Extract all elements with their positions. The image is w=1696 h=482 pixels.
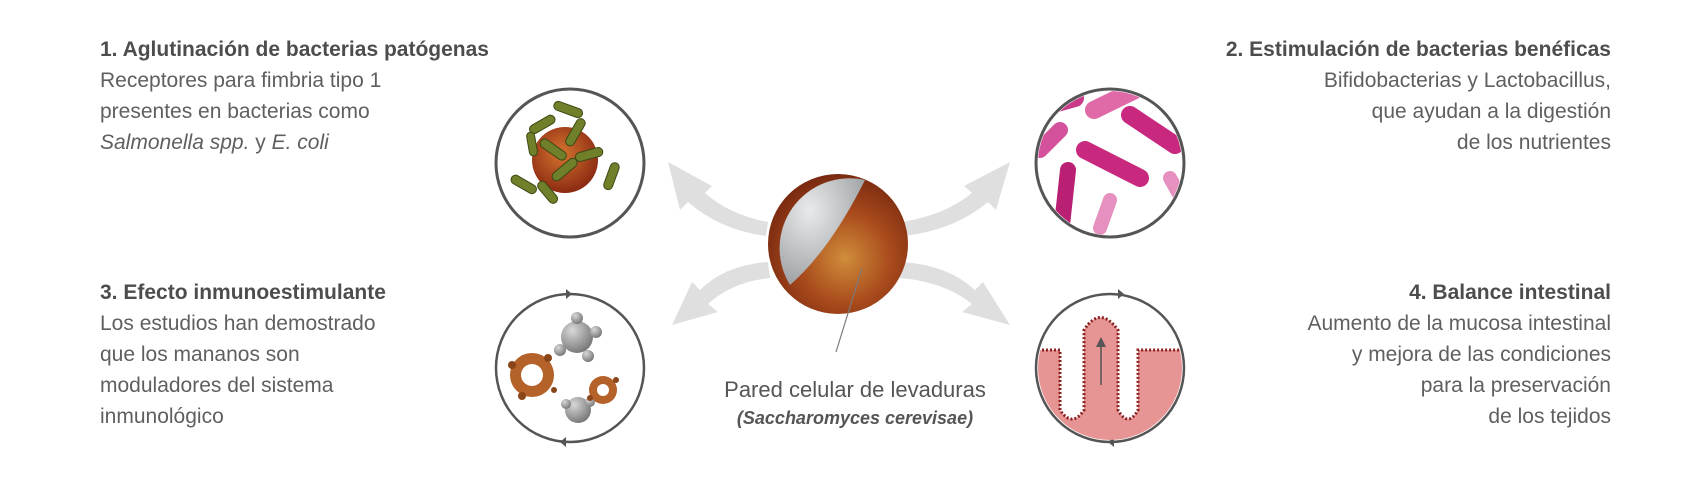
benefit-text-line: y mejora de las condiciones xyxy=(1351,343,1611,366)
cycle-arrowhead-top xyxy=(566,289,572,299)
benefit-immunostimulant: 3. Efecto inmunoestimulante Los estudios… xyxy=(100,277,386,432)
benefit-text-line: que ayudan a la digestión xyxy=(1371,100,1611,123)
benefit-title: 3. Efecto inmunoestimulante xyxy=(100,281,386,304)
benefit-text-line: Salmonella spp. y E. coli xyxy=(100,127,489,158)
arrow-top-left xyxy=(668,162,768,236)
bacteria-agglutination-icon xyxy=(494,87,646,239)
pointer-line xyxy=(835,267,863,353)
benefit-text-line: de los nutrientes xyxy=(1456,131,1611,154)
benefit-text-line: presentes en bacterias como xyxy=(100,100,370,123)
yeast-cell-icon xyxy=(768,174,908,353)
benefit-text-line: inmunológico xyxy=(100,405,224,428)
benefit-text-line: que los mananos son xyxy=(100,343,300,366)
benefit-text-line: para la preservación xyxy=(1420,374,1611,397)
yeast-caption-species: (Saccharomyces cerevisae) xyxy=(736,408,974,428)
benefit-stimulation: 2. Estimulación de bacterias benéficas B… xyxy=(1226,34,1611,158)
benefit-text-line: de los tejidos xyxy=(1488,405,1611,428)
benefit-title: 4. Balance intestinal xyxy=(1409,281,1611,304)
benefit-text-line: Los estudios han demostrado xyxy=(100,312,376,335)
conjunction: y xyxy=(249,131,272,154)
benefit-text-line: Receptores para fimbria tipo 1 xyxy=(100,69,382,92)
arrow-top-right xyxy=(902,162,1010,236)
species-name: Salmonella spp. xyxy=(100,131,250,154)
yeast-caption-title: Pared celular de levaduras xyxy=(724,377,986,402)
benefit-agglutination: 1. Aglutinación de bacterias patógenas R… xyxy=(100,34,489,158)
benefit-text-line: moduladores del sistema xyxy=(100,374,334,397)
benefit-intestinal-balance: 4. Balance intestinal Aumento de la muco… xyxy=(1307,277,1611,432)
species-name: E. coli xyxy=(271,131,329,154)
cycle-arrowhead-bottom xyxy=(560,437,566,447)
cycle-arrowhead-top xyxy=(1118,289,1124,299)
arrow-bottom-right xyxy=(900,262,1010,325)
arrow-bottom-left xyxy=(672,262,770,325)
yeast-caption: Pared celular de levaduras (Saccharomyce… xyxy=(690,375,1020,431)
benefit-text-line: Aumento de la mucosa intestinal xyxy=(1307,312,1611,335)
intestinal-villi-icon xyxy=(1034,289,1186,447)
benefit-title: 2. Estimulación de bacterias benéficas xyxy=(1225,38,1611,61)
immune-cells-icon xyxy=(494,289,646,447)
beneficial-bacteria-icon xyxy=(1034,87,1186,239)
benefit-text-line: Bifidobacterias y Lactobacillus, xyxy=(1323,69,1611,92)
benefit-title: 1. Aglutinación de bacterias patógenas xyxy=(100,38,489,61)
